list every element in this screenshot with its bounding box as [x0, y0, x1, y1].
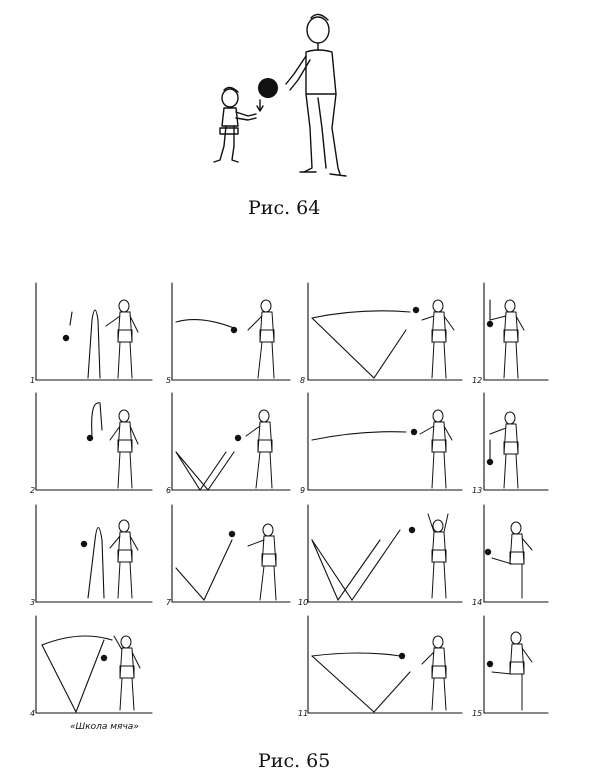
figure-64-caption: Рис. 64 [248, 197, 321, 219]
panel-number: 5 [166, 376, 171, 385]
panel-number: 1 [30, 376, 35, 385]
panel-number: 2 [30, 486, 35, 495]
panel-number: 8 [300, 376, 305, 385]
panel-number: 6 [166, 486, 171, 495]
panel-number: 12 [472, 376, 482, 385]
panel-number: 13 [472, 486, 482, 495]
panel-number: 3 [30, 598, 35, 607]
figure-65-caption: Рис. 65 [258, 750, 331, 772]
ball-icon [258, 78, 278, 98]
panel-number: 11 [298, 709, 308, 718]
ball-school-label: «Школа мяча» [70, 722, 139, 732]
panel-number: 14 [472, 598, 482, 607]
panel-number: 10 [298, 598, 308, 607]
adult-child-ball-illustration [213, 13, 347, 177]
panel-number: 9 [300, 486, 305, 495]
panel-number: 7 [166, 598, 172, 607]
panel-number: 4 [30, 709, 35, 718]
panel-number: 15 [472, 709, 482, 718]
